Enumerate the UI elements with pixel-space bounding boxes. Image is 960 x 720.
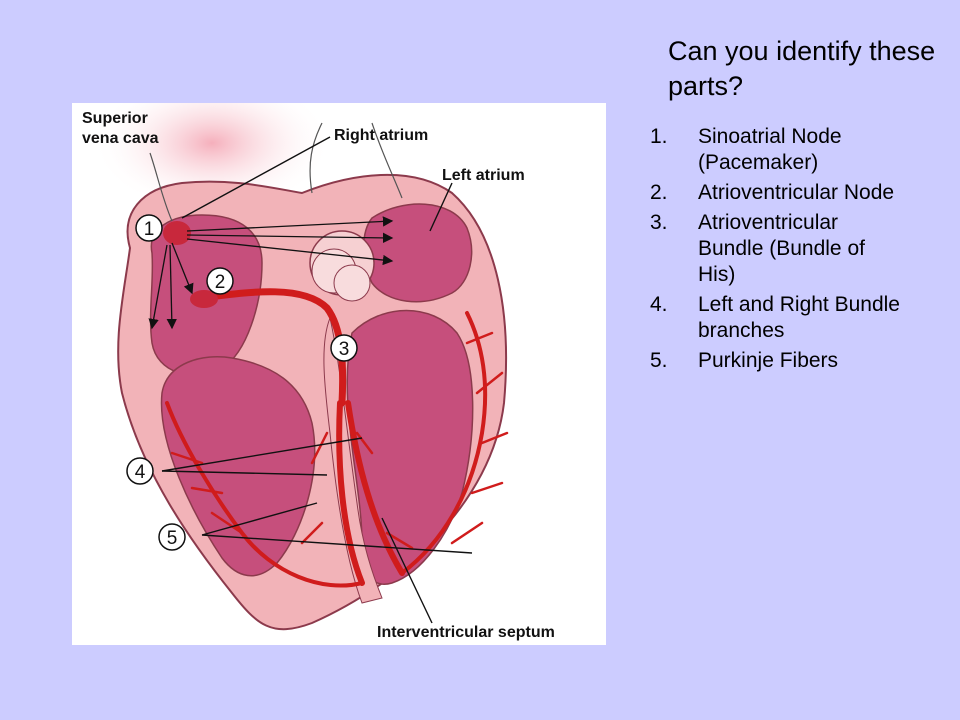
right-ventricle-chamber [160,356,316,577]
label-interventricular-septum: Interventricular septum [377,624,555,641]
list-number: 4. [650,293,668,316]
marker-1: 1 [135,214,163,242]
label-left-atrium: Left atrium [442,167,525,184]
list-text: Left and Right Bundle branches [698,293,900,342]
marker-4: 4 [126,457,154,485]
list-number: 3. [650,211,668,234]
sa-node [163,221,191,245]
list-item: 4. Left and Right Bundle branches [650,292,900,344]
list-text: Atrioventricular Bundle (Bundle of His) [698,211,865,286]
list-item: 1. Sinoatrial Node (Pacemaker) [650,124,900,176]
av-node [190,290,218,308]
heart-conduction-diagram: 1 2 3 4 5 Superior vena cava Right atriu… [72,103,606,645]
marker-5-number: 5 [167,528,178,549]
conduction-pathway [165,288,509,588]
vessel-outlines [149,122,403,222]
septum [323,316,383,604]
marker-5: 5 [158,523,186,551]
marker-1-number: 1 [144,219,155,240]
list-number: 2. [650,181,668,204]
marker-2: 2 [206,267,234,295]
parts-list: 1. Sinoatrial Node (Pacemaker) 2. Atrioven… [650,124,900,378]
left-ventricle-chamber [346,309,474,585]
leader-lines [161,136,473,624]
valve-rings [309,230,375,302]
list-item: 2. Atrioventricular Node [650,180,900,206]
label-superior-vena-cava-line1: Superior [82,110,148,127]
label-right-atrium: Right atrium [334,127,428,144]
heart-illustration: 1 2 3 4 5 Superior vena cava Right atriu… [82,103,555,641]
marker-4-number: 4 [135,462,146,483]
marker-2-number: 2 [215,272,226,293]
list-number: 5. [650,349,668,372]
list-item: 5. Purkinje Fibers [650,348,900,374]
label-superior-vena-cava-line2: vena cava [82,130,159,147]
list-text: Sinoatrial Node (Pacemaker) [698,125,842,174]
marker-3: 3 [330,334,358,362]
marker-3-number: 3 [339,339,350,360]
slide-title: Can you identify these parts? [668,36,936,101]
list-text: Atrioventricular Node [698,181,895,204]
impulse-arrows [148,216,394,330]
vessel-glow [92,103,332,213]
list-item: 3. Atrioventricular Bundle (Bundle of His… [650,210,900,288]
list-number: 1. [650,125,668,148]
list-text: Purkinje Fibers [698,349,839,372]
left-atrium-chamber [363,203,473,303]
